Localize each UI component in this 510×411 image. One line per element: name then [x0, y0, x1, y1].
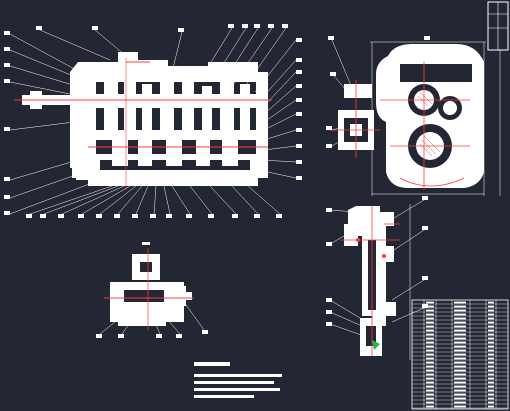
parts-table-cell-text [488, 405, 494, 408]
parts-table-cell-text [426, 361, 434, 364]
parts-table-cell-text [454, 393, 466, 396]
parts-table-cell-text [488, 333, 494, 336]
parts-table-cell-text [426, 369, 434, 372]
parts-table-cell-text [426, 301, 434, 304]
parts-table-cell-text [426, 345, 434, 348]
parts-table-cell-text [454, 385, 466, 388]
parts-table-cell-text [488, 397, 494, 400]
parts-table-cell-text [426, 317, 434, 320]
leader-lines-left [9, 29, 126, 215]
parts-table-cell-text [426, 337, 434, 340]
parts-table-cell-text [426, 341, 434, 344]
parts-table-cell-text [454, 365, 466, 368]
parts-table-cell-text [426, 333, 434, 336]
parts-table-cell-text [454, 317, 466, 320]
parts-table-cell-text [454, 373, 466, 376]
parts-table-cell-text [488, 301, 494, 304]
parts-table-cell-text [426, 309, 434, 312]
parts-table-cell-text [488, 341, 494, 344]
parts-table-cell-text [454, 357, 466, 360]
parts-table-cell-text [426, 381, 434, 384]
parts-table-cell-text [426, 377, 434, 380]
parts-table-cell-text [454, 353, 466, 356]
parts-table-cell-text [488, 393, 494, 396]
parts-table-cell-text [426, 397, 434, 400]
parts-table-cell-text [488, 345, 494, 348]
parts-table-cell-text [488, 389, 494, 392]
parts-table-cell-text [488, 373, 494, 376]
parts-table-cell-text [426, 349, 434, 352]
parts-table-cell-text [454, 345, 466, 348]
parts-table-cell-text [454, 301, 466, 304]
part-number-balloons [4, 24, 302, 218]
parts-table-cell-text [454, 309, 466, 312]
parts-table-cell-text [488, 385, 494, 388]
parts-table-cell-text [488, 317, 494, 320]
parts-table-cell-text [454, 401, 466, 404]
parts-table-cell-text [426, 321, 434, 324]
parts-table-cell-text [488, 313, 494, 316]
parts-table-cell-text [426, 405, 434, 408]
parts-table-cell-text [454, 397, 466, 400]
shift-fork-view [326, 196, 428, 360]
parts-table-cell-text [454, 369, 466, 372]
side-view-housing [326, 36, 501, 196]
parts-table-cell-text [488, 357, 494, 360]
parts-table-cell-text [426, 305, 434, 308]
parts-table-cell-text [488, 337, 494, 340]
parts-table-cell-text [488, 381, 494, 384]
parts-table-cell-text [454, 377, 466, 380]
parts-table-cell-text [488, 325, 494, 328]
parts-table-cell-text [426, 393, 434, 396]
parts-table-cell-text [488, 369, 494, 372]
parts-table-cell-text [426, 389, 434, 392]
parts-table-cell-text [454, 361, 466, 364]
parts-table-cell-text [454, 321, 466, 324]
title-block-vertical [487, 1, 509, 51]
gear-set [104, 76, 250, 166]
parts-table-cell-text [454, 381, 466, 384]
parts-table-cell-text [426, 365, 434, 368]
parts-table-cell-text [488, 361, 494, 364]
parts-table-cell-text [488, 353, 494, 356]
parts-table-cell-text [488, 365, 494, 368]
parts-table-cell-text [454, 329, 466, 332]
leader-lines-right [257, 71, 297, 179]
parts-table-frame [411, 299, 509, 410]
parts-table-cell-text [488, 329, 494, 332]
parts-table-cell-text [454, 349, 466, 352]
parts-table-cell-text [454, 333, 466, 336]
parts-table-cell-text [454, 405, 466, 408]
green-marker [372, 340, 380, 350]
parts-table-cell-text [454, 341, 466, 344]
parts-table-cell-text [454, 389, 466, 392]
parts-table-cell-text [426, 313, 434, 316]
parts-table-cell-text [488, 321, 494, 324]
parts-table-cell-text [426, 385, 434, 388]
parts-table-cell-text [454, 313, 466, 316]
parts-table-cell-text [488, 309, 494, 312]
leader-lines-bottom [29, 185, 281, 215]
parts-table-cell-text [426, 329, 434, 332]
parts-table-cell-text [426, 357, 434, 360]
parts-table-cell-text [488, 349, 494, 352]
parts-table-cell-text [454, 305, 466, 308]
main-section-view [4, 24, 302, 218]
parts-table-cell-text [426, 353, 434, 356]
technical-notes [194, 362, 282, 398]
parts-list-table [411, 299, 509, 410]
parts-table-cell-text [454, 325, 466, 328]
parts-table-cell-text [426, 401, 434, 404]
detail-section-view [96, 242, 208, 338]
leader-lines-top [169, 27, 297, 99]
parts-table-cell-text [488, 401, 494, 404]
parts-table-cell-text [454, 337, 466, 340]
parts-table-cell-text [426, 373, 434, 376]
parts-table-cell-text [488, 377, 494, 380]
parts-table-cell-text [488, 305, 494, 308]
parts-table-cell-text [426, 325, 434, 328]
